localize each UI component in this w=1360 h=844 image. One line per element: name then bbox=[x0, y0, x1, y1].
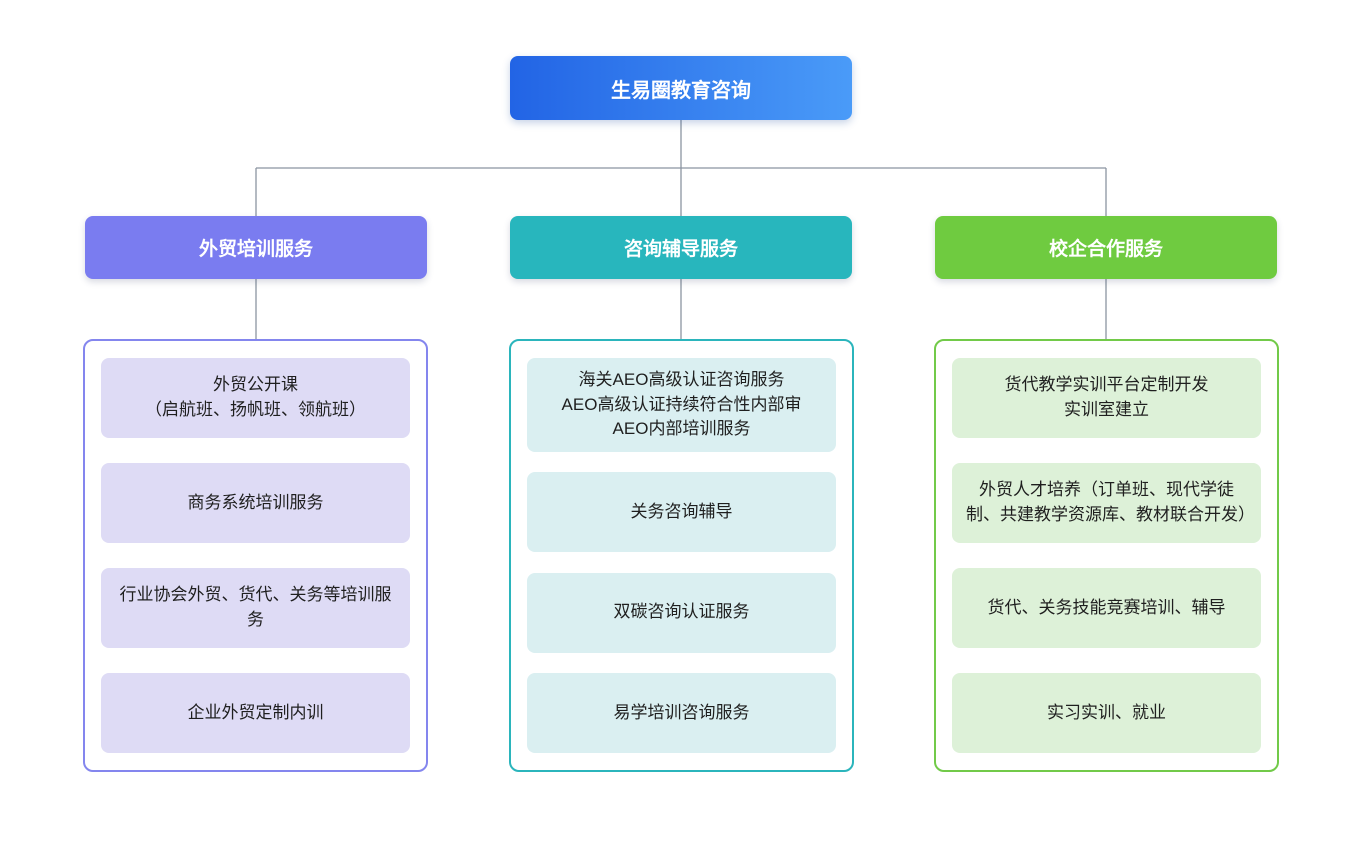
root-node: 生易圈教育咨询 bbox=[510, 56, 852, 120]
item-card: 外贸人才培养（订单班、现代学徒制、共建教学资源库、教材联合开发） bbox=[952, 463, 1261, 543]
item-card: 关务咨询辅导 bbox=[527, 472, 836, 553]
branch-header-label: 外贸培训服务 bbox=[198, 239, 313, 260]
item-card: 易学培训咨询服务 bbox=[527, 673, 836, 753]
item-card: 货代、关务技能竞赛培训、辅导 bbox=[952, 568, 1261, 648]
item-card: 实习实训、就业 bbox=[952, 673, 1261, 753]
item-card: 双碳咨询认证服务 bbox=[527, 572, 836, 653]
item-card: 企业外贸定制内训 bbox=[101, 673, 410, 753]
branch-header-trade-training: 外贸培训服务 bbox=[85, 216, 427, 279]
branch-header-label: 咨询辅导服务 bbox=[623, 239, 738, 260]
item-card: 商务系统培训服务 bbox=[101, 463, 410, 543]
root-node-label: 生易圈教育咨询 bbox=[611, 79, 751, 102]
branch-header-school-enterprise: 校企合作服务 bbox=[935, 216, 1277, 279]
branch-header-consulting: 咨询辅导服务 bbox=[510, 216, 852, 279]
branch-panel-trade-training: 外贸公开课 （启航班、扬帆班、领航班） 商务系统培训服务 行业协会外贸、货代、关… bbox=[83, 339, 428, 772]
item-card: 行业协会外贸、货代、关务等培训服务 bbox=[101, 568, 410, 648]
item-card: 货代教学实训平台定制开发 实训室建立 bbox=[952, 358, 1261, 438]
branch-header-label: 校企合作服务 bbox=[1048, 239, 1163, 260]
item-card: 海关AEO高级认证咨询服务 AEO高级认证持续符合性内部审 AEO内部培训服务 bbox=[527, 358, 836, 452]
branch-panel-school-enterprise: 货代教学实训平台定制开发 实训室建立 外贸人才培养（订单班、现代学徒制、共建教学… bbox=[934, 339, 1279, 772]
item-card: 外贸公开课 （启航班、扬帆班、领航班） bbox=[101, 358, 410, 438]
branch-panel-consulting: 海关AEO高级认证咨询服务 AEO高级认证持续符合性内部审 AEO内部培训服务 … bbox=[509, 339, 854, 772]
